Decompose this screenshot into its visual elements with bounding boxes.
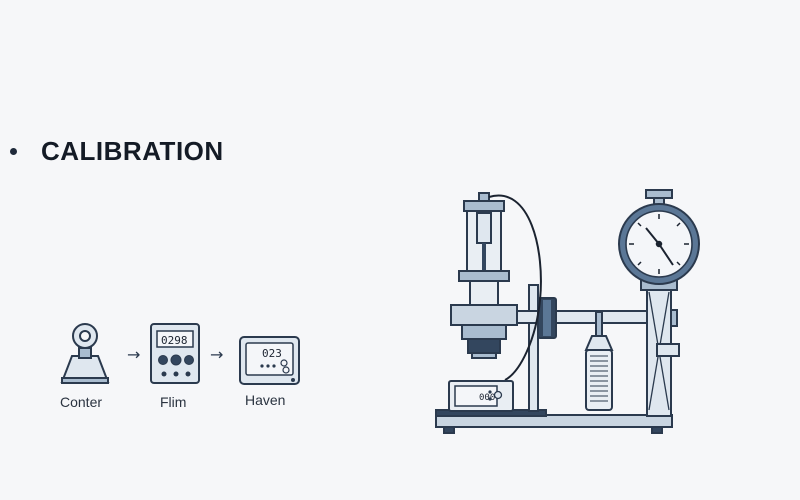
flow-arrow-1: →	[127, 345, 140, 364]
step-label-flim: Flim	[160, 394, 187, 410]
calibration-weight-icon	[60, 323, 110, 384]
display-readout: 023	[262, 347, 282, 360]
meter-readout: 0298	[161, 334, 188, 347]
apparatus-readout: 000	[479, 393, 495, 403]
step-label-haven: Haven	[245, 392, 286, 408]
step-label-conter: Conter	[60, 394, 103, 410]
display-unit-icon: 023	[239, 336, 300, 385]
bullet-icon	[10, 148, 17, 155]
flow-arrow-2: →	[210, 345, 223, 364]
calibration-apparatus: 000	[435, 189, 700, 434]
gauge-needle	[658, 243, 674, 266]
meter-device-icon: 0298	[150, 323, 200, 384]
heading-title: CALIBRATION	[41, 136, 224, 166]
pressure-gauge-face	[629, 214, 689, 274]
section-heading: CALIBRATION	[10, 136, 224, 167]
